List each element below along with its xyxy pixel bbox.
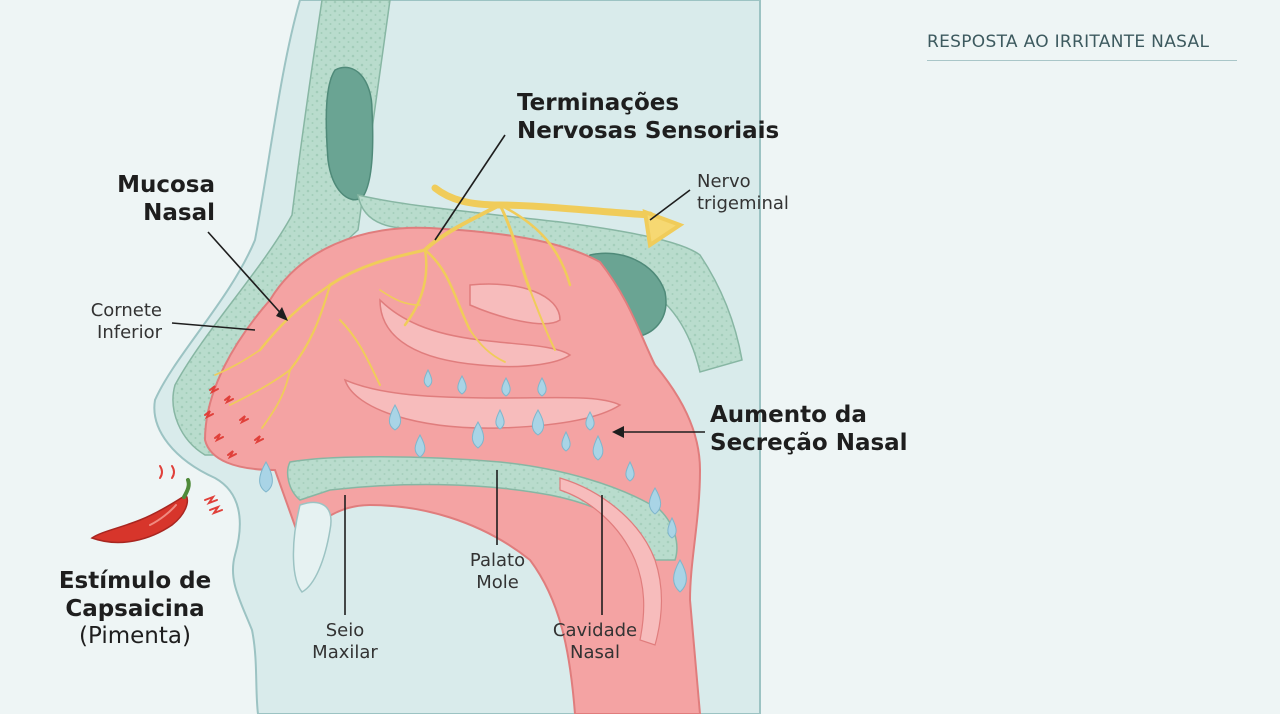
frontal-sinus xyxy=(325,66,374,201)
droplet-icon xyxy=(457,374,467,395)
maxillary-sinus xyxy=(292,501,332,593)
leader-lines xyxy=(171,134,705,615)
label-capsaicin-stimulus: Estímulo de Capsaicina (Pimenta) xyxy=(45,568,225,651)
droplet-icon xyxy=(585,410,595,431)
label-line: Palato xyxy=(469,550,526,571)
label-line: trigeminal xyxy=(697,192,789,214)
label-line: Mucosa xyxy=(117,172,215,198)
page-title: RESPOSTA AO IRRITANTE NASAL xyxy=(927,32,1210,52)
label-line: Nasal xyxy=(570,641,620,663)
droplet-icon xyxy=(625,460,635,482)
label-maxillary-sinus: Seio Maxilar xyxy=(295,620,395,663)
droplet-icon xyxy=(501,376,511,397)
droplet-icon xyxy=(648,487,662,515)
label-line: Nasal xyxy=(143,199,215,226)
droplet-icon xyxy=(673,558,687,593)
label-line: Capsaicina xyxy=(65,595,205,622)
nerve-branches xyxy=(214,184,685,429)
chili-pepper-icon xyxy=(90,478,191,544)
label-line: Secreção Nasal xyxy=(710,429,908,456)
droplet-icon xyxy=(537,376,547,397)
label-line: Nervosas Sensoriais xyxy=(517,117,780,144)
title-divider xyxy=(927,60,1237,61)
label-line: Terminações xyxy=(517,90,680,116)
middle-turbinate xyxy=(379,298,572,368)
label-nasal-cavity: Cavidade Nasal xyxy=(540,620,650,663)
label-soft-palate: Palato Mole xyxy=(450,550,545,593)
droplet-icon xyxy=(592,434,604,461)
label-line: Estímulo de xyxy=(58,568,212,594)
label-line: Maxilar xyxy=(312,641,378,663)
label-trigeminal-nerve: Nervo trigeminal xyxy=(697,171,789,214)
irritation-squiggle-icon xyxy=(159,385,264,516)
droplet-icon xyxy=(495,408,505,430)
label-line: Nervo xyxy=(697,171,751,192)
label-increased-secretion: Aumento da Secreção Nasal xyxy=(710,402,908,457)
droplet-icon xyxy=(388,403,402,431)
label-line: Aumento da xyxy=(710,402,867,428)
droplet-icon xyxy=(471,421,485,449)
secretion-droplets xyxy=(259,368,687,593)
label-line: (Pimenta) xyxy=(79,623,191,650)
droplet-icon xyxy=(259,460,273,493)
label-sensory-nerve-endings: Terminações Nervosas Sensoriais xyxy=(517,90,779,145)
label-line: Seio xyxy=(325,620,365,641)
label-line: Mole xyxy=(476,571,519,593)
droplet-icon xyxy=(667,516,677,539)
droplet-icon xyxy=(414,433,426,458)
label-line: Inferior xyxy=(97,321,162,343)
inferior-turbinate xyxy=(343,378,622,429)
droplet-icon xyxy=(531,409,545,436)
label-line: Cornete xyxy=(90,300,162,321)
label-inferior-turbinate: Cornete Inferior xyxy=(60,300,162,343)
superior-turbinate xyxy=(469,283,561,325)
droplet-icon xyxy=(561,430,571,452)
soft-palate-stripe xyxy=(559,477,662,646)
droplet-icon xyxy=(423,368,433,388)
label-line: Cavidade xyxy=(552,620,638,641)
label-nasal-mucosa: Mucosa Nasal xyxy=(105,172,215,227)
